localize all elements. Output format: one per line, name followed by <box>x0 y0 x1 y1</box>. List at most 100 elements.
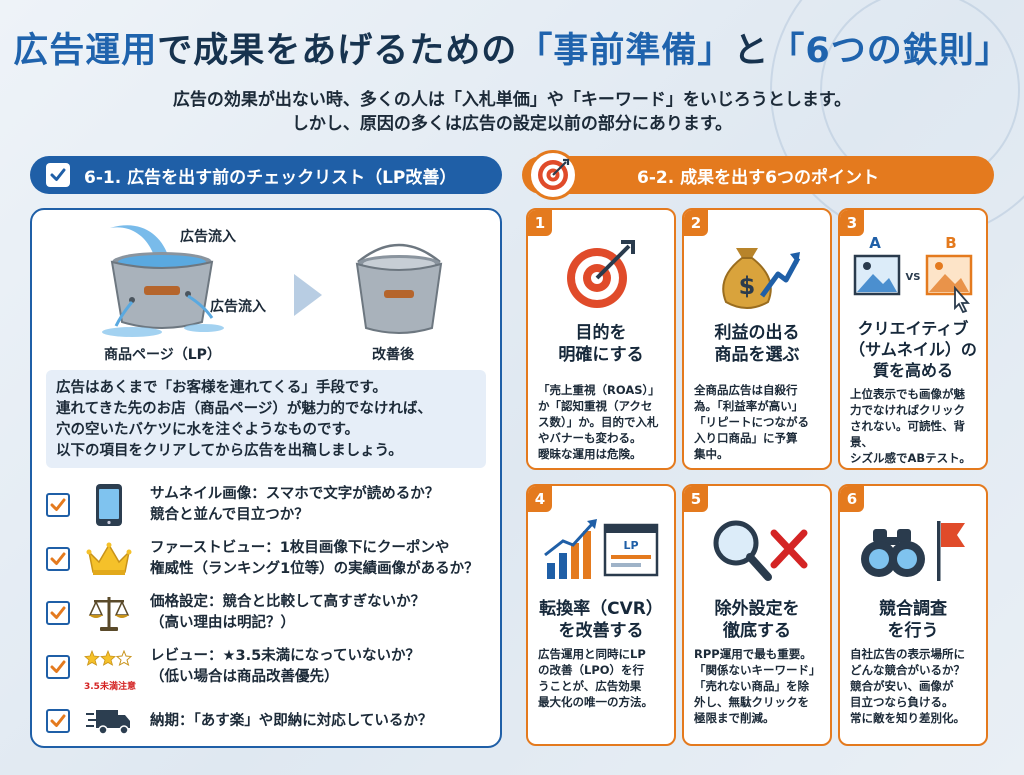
label-a: A <box>869 234 881 252</box>
point-card-5: 5 除外設定を 徹底する RPP運用で最も重要。 「関係ないキーワード」 「売れ… <box>682 484 832 746</box>
card-description: 広告運用と同時にLP の改善（LPO）を行 うことが、広告効果 最大化の唯一の方… <box>538 646 666 710</box>
card-title-line: （サムネイル）の <box>849 340 977 359</box>
checkbox-checked-icon <box>46 493 70 517</box>
explanation-box: 広告はあくまで「お客様を連れてくる」手段です。 連れてきた先のお店（商品ページ）… <box>46 370 486 468</box>
title-part: 広告運用 <box>13 31 158 71</box>
before-label: 商品ページ（LP） <box>104 347 221 363</box>
card-desc-line: か「認知重視（アクセ <box>538 399 653 413</box>
card-desc-line: どんな競合がいるか？ <box>850 663 965 677</box>
checklist-item: 価格設定：競合と比較して高すぎないか？ （高い理由は明記？） <box>46 586 492 640</box>
checkbox-icon <box>46 163 70 187</box>
section-heading-text: 6-2. 成果を出す6つのポイント <box>637 167 879 188</box>
checkbox-checked-icon <box>46 601 70 625</box>
point-card-3: 3 A B VS クリエイティブ （サムネイル）の 質を高める 上位表示でも画像… <box>838 208 988 470</box>
checklist-line: 権威性（ランキング1位等）の実績画像があるか？ <box>150 561 479 577</box>
checklist-line: 競合と並んで目立つか？ <box>150 507 309 523</box>
checklist-line: 価格設定：競合と比較して高すぎないか？ <box>150 594 426 610</box>
magnifier-cross-icon <box>684 504 830 596</box>
inflow-label: 広告流入 <box>180 229 236 245</box>
checklist-item-text: レビュー：★3.5未満になっていないか？ （低い場合は商品改善優先） <box>150 646 420 688</box>
card-desc-line: 最大化の唯一の方法。 <box>538 695 653 709</box>
card-desc-line: 為。「利益率が高い」 <box>694 399 804 413</box>
binoculars-icon <box>840 504 986 596</box>
card-title-line: クリエイティブ <box>857 319 969 338</box>
card-title-line: 明確にする <box>558 345 644 365</box>
target-icon <box>528 150 578 200</box>
card-number: 4 <box>528 486 552 512</box>
checklist-line: レビュー：★3.5未満になっていないか？ <box>150 648 420 664</box>
card-desc-line: 極限まで削減。 <box>694 711 775 725</box>
money-bag-icon: $ <box>684 228 830 320</box>
card-desc-line: の改善（LPO）を行 <box>538 663 645 677</box>
card-number: 5 <box>684 486 708 512</box>
after-label: 改善後 <box>372 347 414 363</box>
card-number: 3 <box>840 210 864 236</box>
label-lp: LP <box>623 539 638 552</box>
intro-text: 広告の効果が出ない時、多くの人は「入札単価」や「キーワード」をいじろうとします。… <box>0 88 1024 136</box>
card-desc-line: RPP運用で最も重要。 <box>694 647 812 661</box>
explanation-line: 穴の空いたバケツに水を注ぐようなものです。 <box>56 422 360 438</box>
scale-icon <box>84 590 134 636</box>
card-description: 自社広告の表示場所に どんな競合がいるか？ 競合が安い、画像が 目立つなら負ける… <box>850 646 978 726</box>
stars-icon: 3.5未満注意 <box>84 644 136 692</box>
checkbox-checked-icon <box>46 547 70 571</box>
target-icon <box>528 228 674 320</box>
card-desc-line: 上位表示でも画像が魅 <box>850 387 965 401</box>
card-desc-line: 曖昧な運用は危険。 <box>538 447 642 461</box>
checkbox-checked-icon <box>46 655 70 679</box>
card-title: 競合調査 を行う <box>840 598 986 642</box>
card-desc-line: 入り口商品」に予算 <box>694 431 798 445</box>
intro-line: 広告の効果が出ない時、多くの人は「入札単価」や「キーワード」をいじろうとします。 <box>172 90 852 110</box>
card-desc-line: ス数）」か。目的で入札 <box>538 415 659 429</box>
card-number: 1 <box>528 210 552 236</box>
card-desc-line: 「売上重視（ROAS）」 <box>538 383 660 397</box>
checklist-item: サムネイル画像：スマホで文字が読めるか？ 競合と並んで目立つか？ <box>46 478 492 532</box>
title-part: 「6つの鉄則」 <box>769 31 1011 71</box>
intro-line: しかし、原因の多くは広告の設定以前の部分にあります。 <box>291 114 733 134</box>
smartphone-icon <box>84 482 134 528</box>
point-card-2: 2 $ 利益の出る 商品を選ぶ 全商品広告は自殺行 為。「利益率が高い」 「リピ… <box>682 208 832 470</box>
page-title: 広告運用で成果をあげるための「事前準備」と「6つの鉄則」 <box>0 22 1024 73</box>
card-title-line: 質を高める <box>872 361 953 380</box>
title-part: で成果をあげるための <box>157 31 518 71</box>
checklist-item: 3.5未満注意 レビュー：★3.5未満になっていないか？ （低い場合は商品改善優… <box>46 640 492 694</box>
card-title-line: 転換率（CVR） <box>539 599 663 619</box>
points-section-heading: 6-2. 成果を出す6つのポイント <box>522 150 994 200</box>
leaky-bucket-icon <box>102 225 224 337</box>
bucket-illustration: 広告流入 広告流入 商品ページ（LP） 改善後 <box>32 210 500 370</box>
card-desc-line: うことが、広告効果 <box>538 679 642 693</box>
card-description: 上位表示でも画像が魅 力でなければクリック されない。可読性、背景、 シズル感で… <box>850 386 978 466</box>
point-card-4: 4 LP 転換率（CVR） を改善する 広告運用と同時にLP の改善（LPO）を… <box>526 484 676 746</box>
arrow-right-icon <box>294 274 322 316</box>
checklist-item-text: ファーストビュー：1枚目画像下にクーポンや 権威性（ランキング1位等）の実績画像… <box>150 538 479 580</box>
card-description: RPP運用で最も重要。 「関係ないキーワード」 「売れない商品」を除 外し、無駄… <box>694 646 822 726</box>
card-title: クリエイティブ （サムネイル）の 質を高める <box>840 318 986 381</box>
crown-icon <box>84 536 134 582</box>
card-title: 除外設定を 徹底する <box>684 598 830 642</box>
checklist-item: 納期：「あす楽」や即納に対応しているか？ <box>46 694 492 748</box>
card-title-line: 競合調査 <box>879 599 947 619</box>
svg-text:$: $ <box>739 272 756 300</box>
card-description: 全商品広告は自殺行 為。「利益率が高い」 「リピートにつながる 入り口商品」に予… <box>694 382 822 462</box>
checklist-line: （低い場合は商品改善優先） <box>150 669 339 685</box>
checklist-line: サムネイル画像：スマホで文字が読めるか？ <box>150 486 440 502</box>
card-desc-line: 「リピートにつながる <box>694 415 809 429</box>
card-desc-line: 全商品広告は自殺行 <box>694 383 798 397</box>
section-heading-text: 6-1. 広告を出す前のチェックリスト（LP改善） <box>84 167 457 188</box>
improved-bucket-icon <box>355 243 443 334</box>
card-desc-line: 力でなければクリック <box>850 403 965 417</box>
card-title-line: を行う <box>887 621 939 641</box>
card-desc-line: 自社広告の表示場所に <box>850 647 965 661</box>
card-description: 「売上重視（ROAS）」 か「認知重視（アクセ ス数）」か。目的で入札 やバナー… <box>538 382 666 462</box>
card-title: 転換率（CVR） を改善する <box>528 598 674 642</box>
explanation-line: 連れてきた先のお店（商品ページ）が魅力的でなければ、 <box>56 401 432 417</box>
card-desc-line: 「関係ないキーワード」 <box>694 663 821 677</box>
card-desc-line: 外し、無駄クリックを <box>694 695 809 709</box>
explanation-line: 広告はあくまで「お客様を連れてくる」手段です。 <box>56 380 387 396</box>
card-title-line: を改善する <box>558 621 644 641</box>
inflow-label: 広告流入 <box>210 299 266 315</box>
card-number: 6 <box>840 486 864 512</box>
card-number: 2 <box>684 210 708 236</box>
checklist-line: ファーストビュー：1枚目画像下にクーポンや <box>150 540 450 556</box>
card-desc-line: されない。可読性、背景、 <box>850 419 965 449</box>
